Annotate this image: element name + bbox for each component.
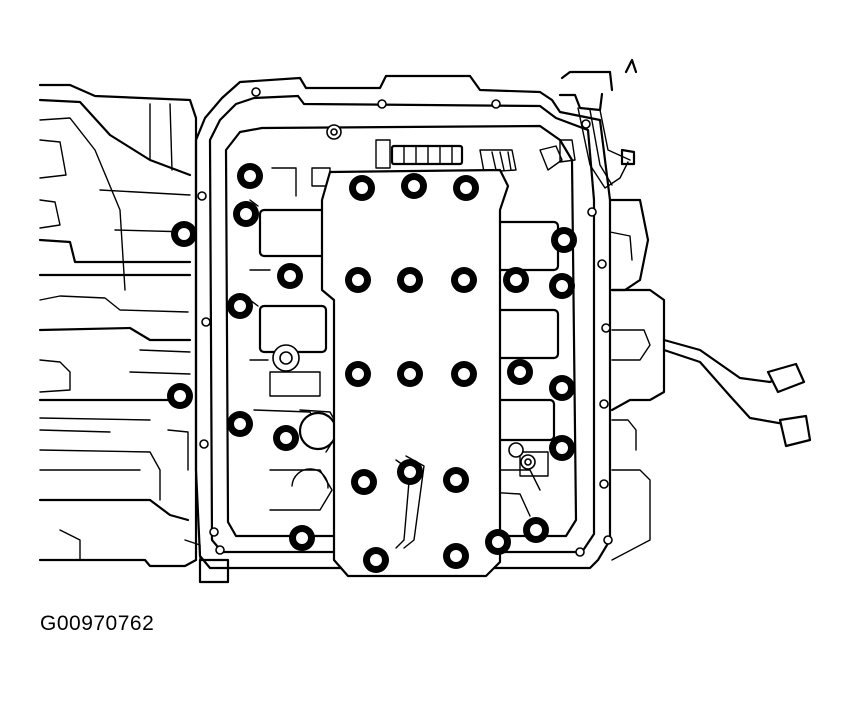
bolt-head-center	[404, 274, 416, 286]
bolt-head-center	[510, 274, 522, 286]
wiring-harness	[479, 58, 638, 189]
bolt-head-center	[240, 208, 252, 220]
valve-body-bolts	[167, 163, 577, 573]
bolt-head-center	[296, 532, 308, 544]
bolt-head-center	[458, 274, 470, 286]
bolt-head-center	[244, 170, 256, 182]
bolt-head-center	[174, 390, 186, 402]
bolt-head-center	[458, 368, 470, 380]
bolt-head-center	[408, 180, 420, 192]
transmission-case-right	[608, 198, 812, 561]
flange-bolt-hole	[597, 259, 607, 269]
flange-bolt-hole	[491, 99, 501, 109]
bolt-head-center	[352, 368, 364, 380]
flange-bolt-hole	[377, 99, 387, 109]
flange-bolt-hole	[209, 527, 219, 537]
bolt-head-center	[280, 432, 292, 444]
flange-bolt-hole	[599, 399, 609, 409]
bolt-head-center	[370, 554, 382, 566]
bolt-head-center	[234, 418, 246, 430]
flange-bolt-hole	[587, 207, 597, 217]
bolt-head-center	[558, 234, 570, 246]
bolt-head-center	[492, 536, 504, 548]
flange-bolt-hole	[601, 323, 611, 333]
flange-bolt-hole	[251, 87, 261, 97]
solenoid-blocks	[249, 167, 560, 517]
bolt-head-center	[514, 366, 526, 378]
flange-bolt-hole	[201, 317, 211, 327]
flange-bolt-hole	[603, 535, 613, 545]
bolt-head-center	[450, 550, 462, 562]
transmission-case-left	[38, 83, 230, 584]
bolt-head-center	[530, 524, 542, 536]
small-fasteners	[272, 124, 536, 470]
figure-id-caption: G00970762	[40, 612, 155, 635]
bolt-head-center	[352, 274, 364, 286]
bolt-head-center	[356, 182, 368, 194]
flange-bolt-hole	[599, 479, 609, 489]
bolt-head-center	[178, 228, 190, 240]
bolt-head-center	[460, 182, 472, 194]
bolt-head-center	[284, 270, 296, 282]
bolt-head-center	[404, 368, 416, 380]
flange-bolt-hole	[215, 545, 225, 555]
bolt-head-center	[234, 300, 246, 312]
bolt-head-center	[556, 382, 568, 394]
valve-body-plate	[320, 139, 510, 578]
flange-bolt-hole	[581, 119, 591, 129]
bolt-head-center	[404, 466, 416, 478]
bolt-head-center	[450, 474, 462, 486]
flange-bolt-hole	[199, 439, 209, 449]
bolt-head-center	[358, 476, 370, 488]
bolt-head-center	[556, 442, 568, 454]
flange-bolt-hole	[197, 191, 207, 201]
bolt-head-center	[556, 280, 568, 292]
flange-bolt-hole	[575, 547, 585, 557]
